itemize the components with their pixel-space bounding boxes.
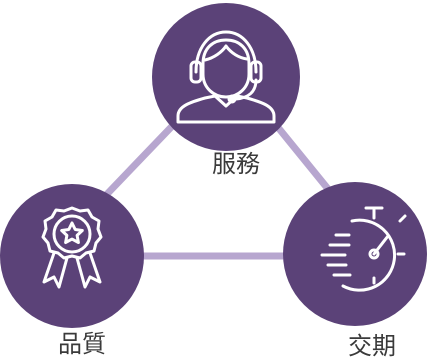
node-service-circle [152, 3, 300, 151]
node-delivery-circle [283, 182, 427, 326]
node-service: 服務 [152, 3, 300, 178]
award-ribbon-star-icon [41, 206, 103, 289]
node-delivery-label: 交期 [348, 332, 396, 359]
node-delivery: 交期 [283, 182, 427, 359]
stopwatch-speed-icon [320, 206, 407, 292]
node-quality-label: 品質 [58, 330, 106, 358]
headset-support-icon [176, 30, 276, 124]
node-service-label: 服務 [212, 150, 260, 178]
node-quality: 品質 [0, 184, 144, 358]
